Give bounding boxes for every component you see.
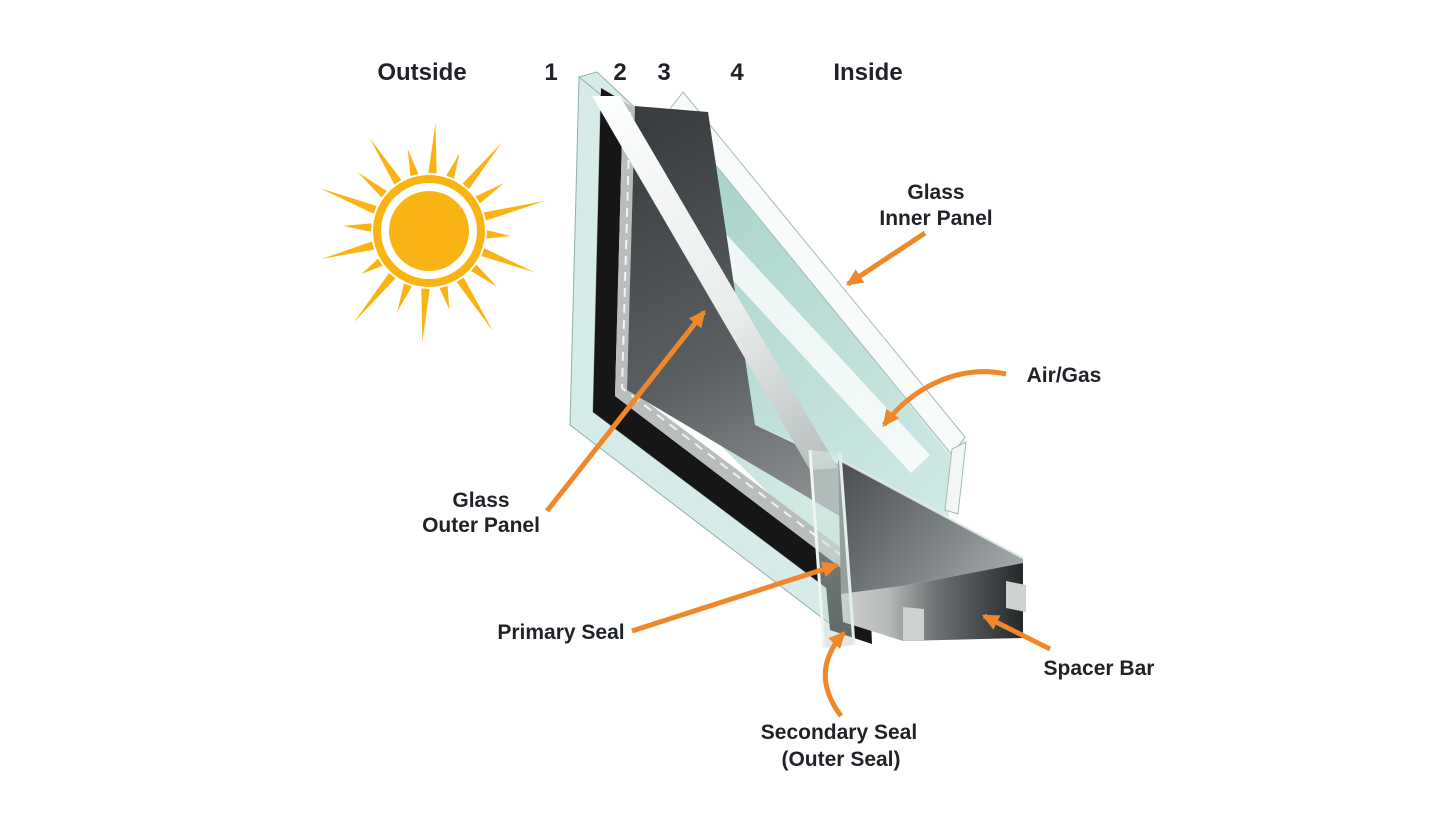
outer-glass-panel-assembly <box>569 71 905 631</box>
sun-ray <box>343 223 372 232</box>
lower-strip-right-edge <box>838 452 856 646</box>
secondary-seal-label-2: (Outer Seal) <box>781 748 900 771</box>
interior-dark-panel <box>627 106 905 555</box>
spacer-bar-label: Spacer Bar <box>1044 657 1155 680</box>
outside-label: Outside <box>377 59 466 86</box>
sun-ray <box>475 183 505 204</box>
sun-ray <box>397 283 412 312</box>
sun-ray <box>320 188 377 214</box>
sun-core <box>389 191 469 271</box>
glass-inner-panel-label-1: Glass <box>907 181 964 204</box>
lower-strip-left-edge <box>808 449 826 649</box>
primary-seal-label: Primary Seal <box>497 621 624 644</box>
spacer-bar-back-edge <box>837 457 1024 560</box>
sun-ray <box>483 200 546 221</box>
sun-ray <box>428 123 437 174</box>
sun-icon <box>320 123 546 343</box>
sun-ray <box>446 153 460 179</box>
glass-outer-panel-label-1: Glass <box>452 489 509 512</box>
outer-panel-cut-edge <box>592 96 838 470</box>
spacer-bar-notch-left <box>903 607 924 641</box>
spacer-edge-band <box>615 101 852 574</box>
sun-rays <box>320 123 546 343</box>
spacer-bar-top-face <box>838 459 1023 594</box>
spacer-bar-notch-right <box>1006 581 1026 612</box>
surface-number-2: 2 <box>613 59 626 86</box>
spacer-bar-front-face <box>841 563 1023 641</box>
sun-ray <box>471 264 497 287</box>
inner-panel-lower-strip <box>808 449 856 649</box>
spacer-edge-dashline <box>620 111 851 563</box>
sun-ray <box>486 230 511 239</box>
inner-panel-end-edge <box>944 441 967 515</box>
sun-ray <box>407 148 419 177</box>
air-gas-label: Air/Gas <box>1027 364 1102 387</box>
sun-ray <box>361 258 383 275</box>
glass-highlight-band <box>671 195 930 473</box>
sun-ray <box>421 288 430 343</box>
sun-ray <box>456 277 494 332</box>
surface-number-1: 1 <box>544 59 557 86</box>
air-gas-arrow <box>882 369 1007 427</box>
sun-ray <box>354 273 396 323</box>
spacer-bar-and-seals <box>826 457 1026 644</box>
surface-number-4: 4 <box>730 59 744 86</box>
primary-seal-arrow <box>631 561 840 634</box>
glass-inner-panel-label-2: Inner Panel <box>879 207 992 230</box>
spacer-bar-arrow <box>981 613 1052 652</box>
sun-ray <box>481 248 535 273</box>
annotation-labels: Glass Inner Panel Air/Gas Glass Outer Pa… <box>422 181 1154 771</box>
sun-ray <box>369 138 402 185</box>
inside-label: Inside <box>833 59 902 86</box>
glass-outer-panel-arrow <box>545 310 706 513</box>
glass-outer-panel-label-2: Outer Panel <box>422 514 540 537</box>
sun-ray <box>462 142 502 189</box>
sun-ray <box>439 285 450 310</box>
secondary-seal-label-1: Secondary Seal <box>761 721 917 744</box>
sun-ray <box>357 172 387 198</box>
secondary-seal-arrow <box>822 631 846 718</box>
surface-labels: Outside 1 2 3 4 Inside <box>377 59 902 86</box>
glass-inner-panel-arrow <box>845 230 927 287</box>
annotation-arrows <box>545 230 1052 718</box>
surface-number-3: 3 <box>657 59 670 86</box>
sun-ray <box>321 241 375 259</box>
